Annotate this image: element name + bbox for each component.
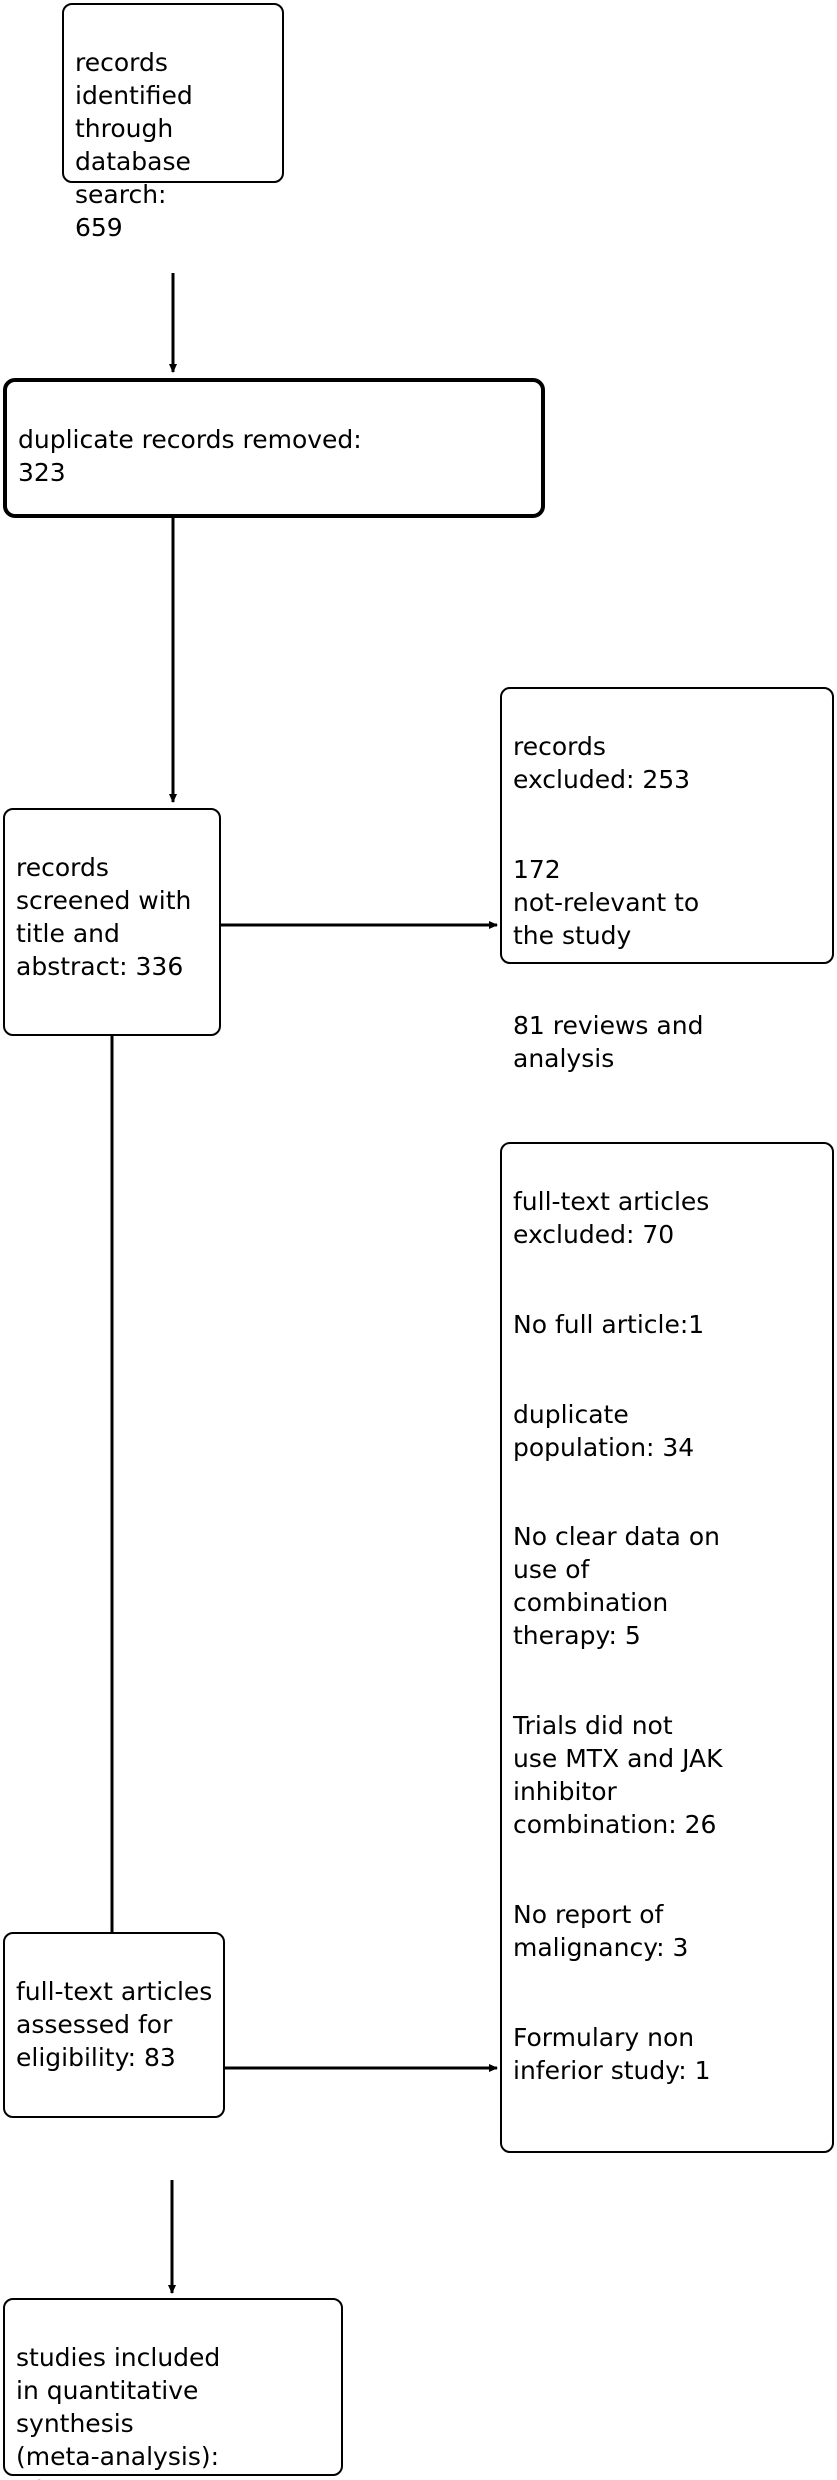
records-excluded-line-2: 172 not-relevant to the study [513, 854, 700, 950]
full-text-articles-assessed-box: full-text articles assessed for eligibil… [3, 1932, 225, 2118]
full-text-excluded-line-6: No report of malignancy: 3 [513, 1899, 689, 1962]
records-screened-box: records screened with title and abstract… [3, 808, 221, 1036]
records-excluded-box: records excluded: 253 172 not-relevant t… [500, 687, 834, 1073]
records-screened-text: records screened with title and abstract… [16, 853, 192, 981]
records-identified-text: records identified through database sear… [75, 48, 193, 242]
records-identified-box: records identified through database sear… [62, 3, 284, 242]
full-text-excluded-line-5: Trials did not use MTX and JAK inhibitor… [513, 1711, 723, 1839]
full-text-excluded-line-3: duplicate population: 34 [513, 1399, 695, 1462]
full-text-excluded-line-2: No full article:1 [513, 1309, 705, 1339]
records-excluded-line-3: 81 reviews and analysis [513, 1010, 704, 1073]
studies-included-text: studies included in quantitative synthes… [16, 2343, 221, 2480]
records-excluded-line-1: records excluded: 253 [513, 732, 691, 794]
studies-included-box: studies included in quantitative synthes… [3, 2298, 343, 2480]
duplicate-records-removed-box: duplicate records removed: 323 [3, 378, 545, 518]
full-text-excluded-line-4: No clear data on use of combination ther… [513, 1522, 720, 1651]
full-text-excluded-line-7: Formulary non inferior study: 1 [513, 2022, 711, 2085]
full-text-excluded-line-1: full-text articles excluded: 70 [513, 1187, 710, 1249]
duplicate-records-removed-text: duplicate records removed: 323 [18, 425, 362, 487]
full-text-articles-excluded-box: full-text articles excluded: 70 No full … [500, 1142, 834, 2153]
full-text-articles-assessed-text: full-text articles assessed for eligibil… [16, 1977, 213, 2072]
